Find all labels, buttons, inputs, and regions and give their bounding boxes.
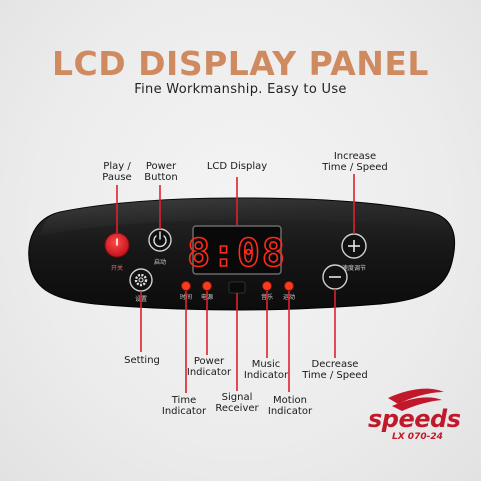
power-indicator-label: Power Indicator [186, 356, 232, 378]
page-subtitle: Fine Workmanship. Easy to Use [134, 82, 347, 97]
play-pause-button[interactable]: 开关 [104, 232, 130, 272]
power-symbol-icon [153, 231, 167, 248]
plus-icon [348, 240, 360, 252]
speeds-logo-mark [388, 388, 444, 411]
motion-indicator-label: Motion Indicator [267, 395, 313, 417]
play-cn-label: 开关 [111, 264, 123, 272]
page-title: LCD DISPLAY PANEL [52, 44, 429, 83]
signal-receiver-window [228, 281, 246, 294]
power-button-label: Power Button [144, 161, 178, 183]
panel-gloss [40, 198, 448, 236]
signal-receiver-label: Signal Receiver [215, 392, 259, 414]
lcd-display: 8:08 [186, 225, 287, 276]
increase-button[interactable]: 速度调节 [341, 233, 367, 272]
lcd-display-label: LCD Display [206, 161, 268, 172]
brand-name: speeds [368, 405, 461, 433]
time-indicator-label: Time Indicator [161, 395, 207, 417]
callout-lines [116, 174, 355, 393]
speed-cn-label: 速度调节 [342, 264, 366, 272]
setting-label: Setting [124, 355, 160, 366]
decrease-button[interactable] [322, 264, 348, 290]
play-pause-label: Play / Pause [102, 161, 132, 183]
power-cn-label: 启动 [154, 258, 166, 266]
music-indicator-label: Music Indicator [243, 359, 289, 381]
gear-icon [134, 273, 148, 287]
lcd-time-readout: 8:08 [187, 231, 287, 275]
decrease-label: Decrease Time / Speed [302, 359, 368, 381]
model-number: LX 070-24 [392, 432, 443, 442]
increase-label: Increase Time / Speed [322, 151, 388, 173]
setting-button[interactable]: 设置 [129, 268, 153, 303]
